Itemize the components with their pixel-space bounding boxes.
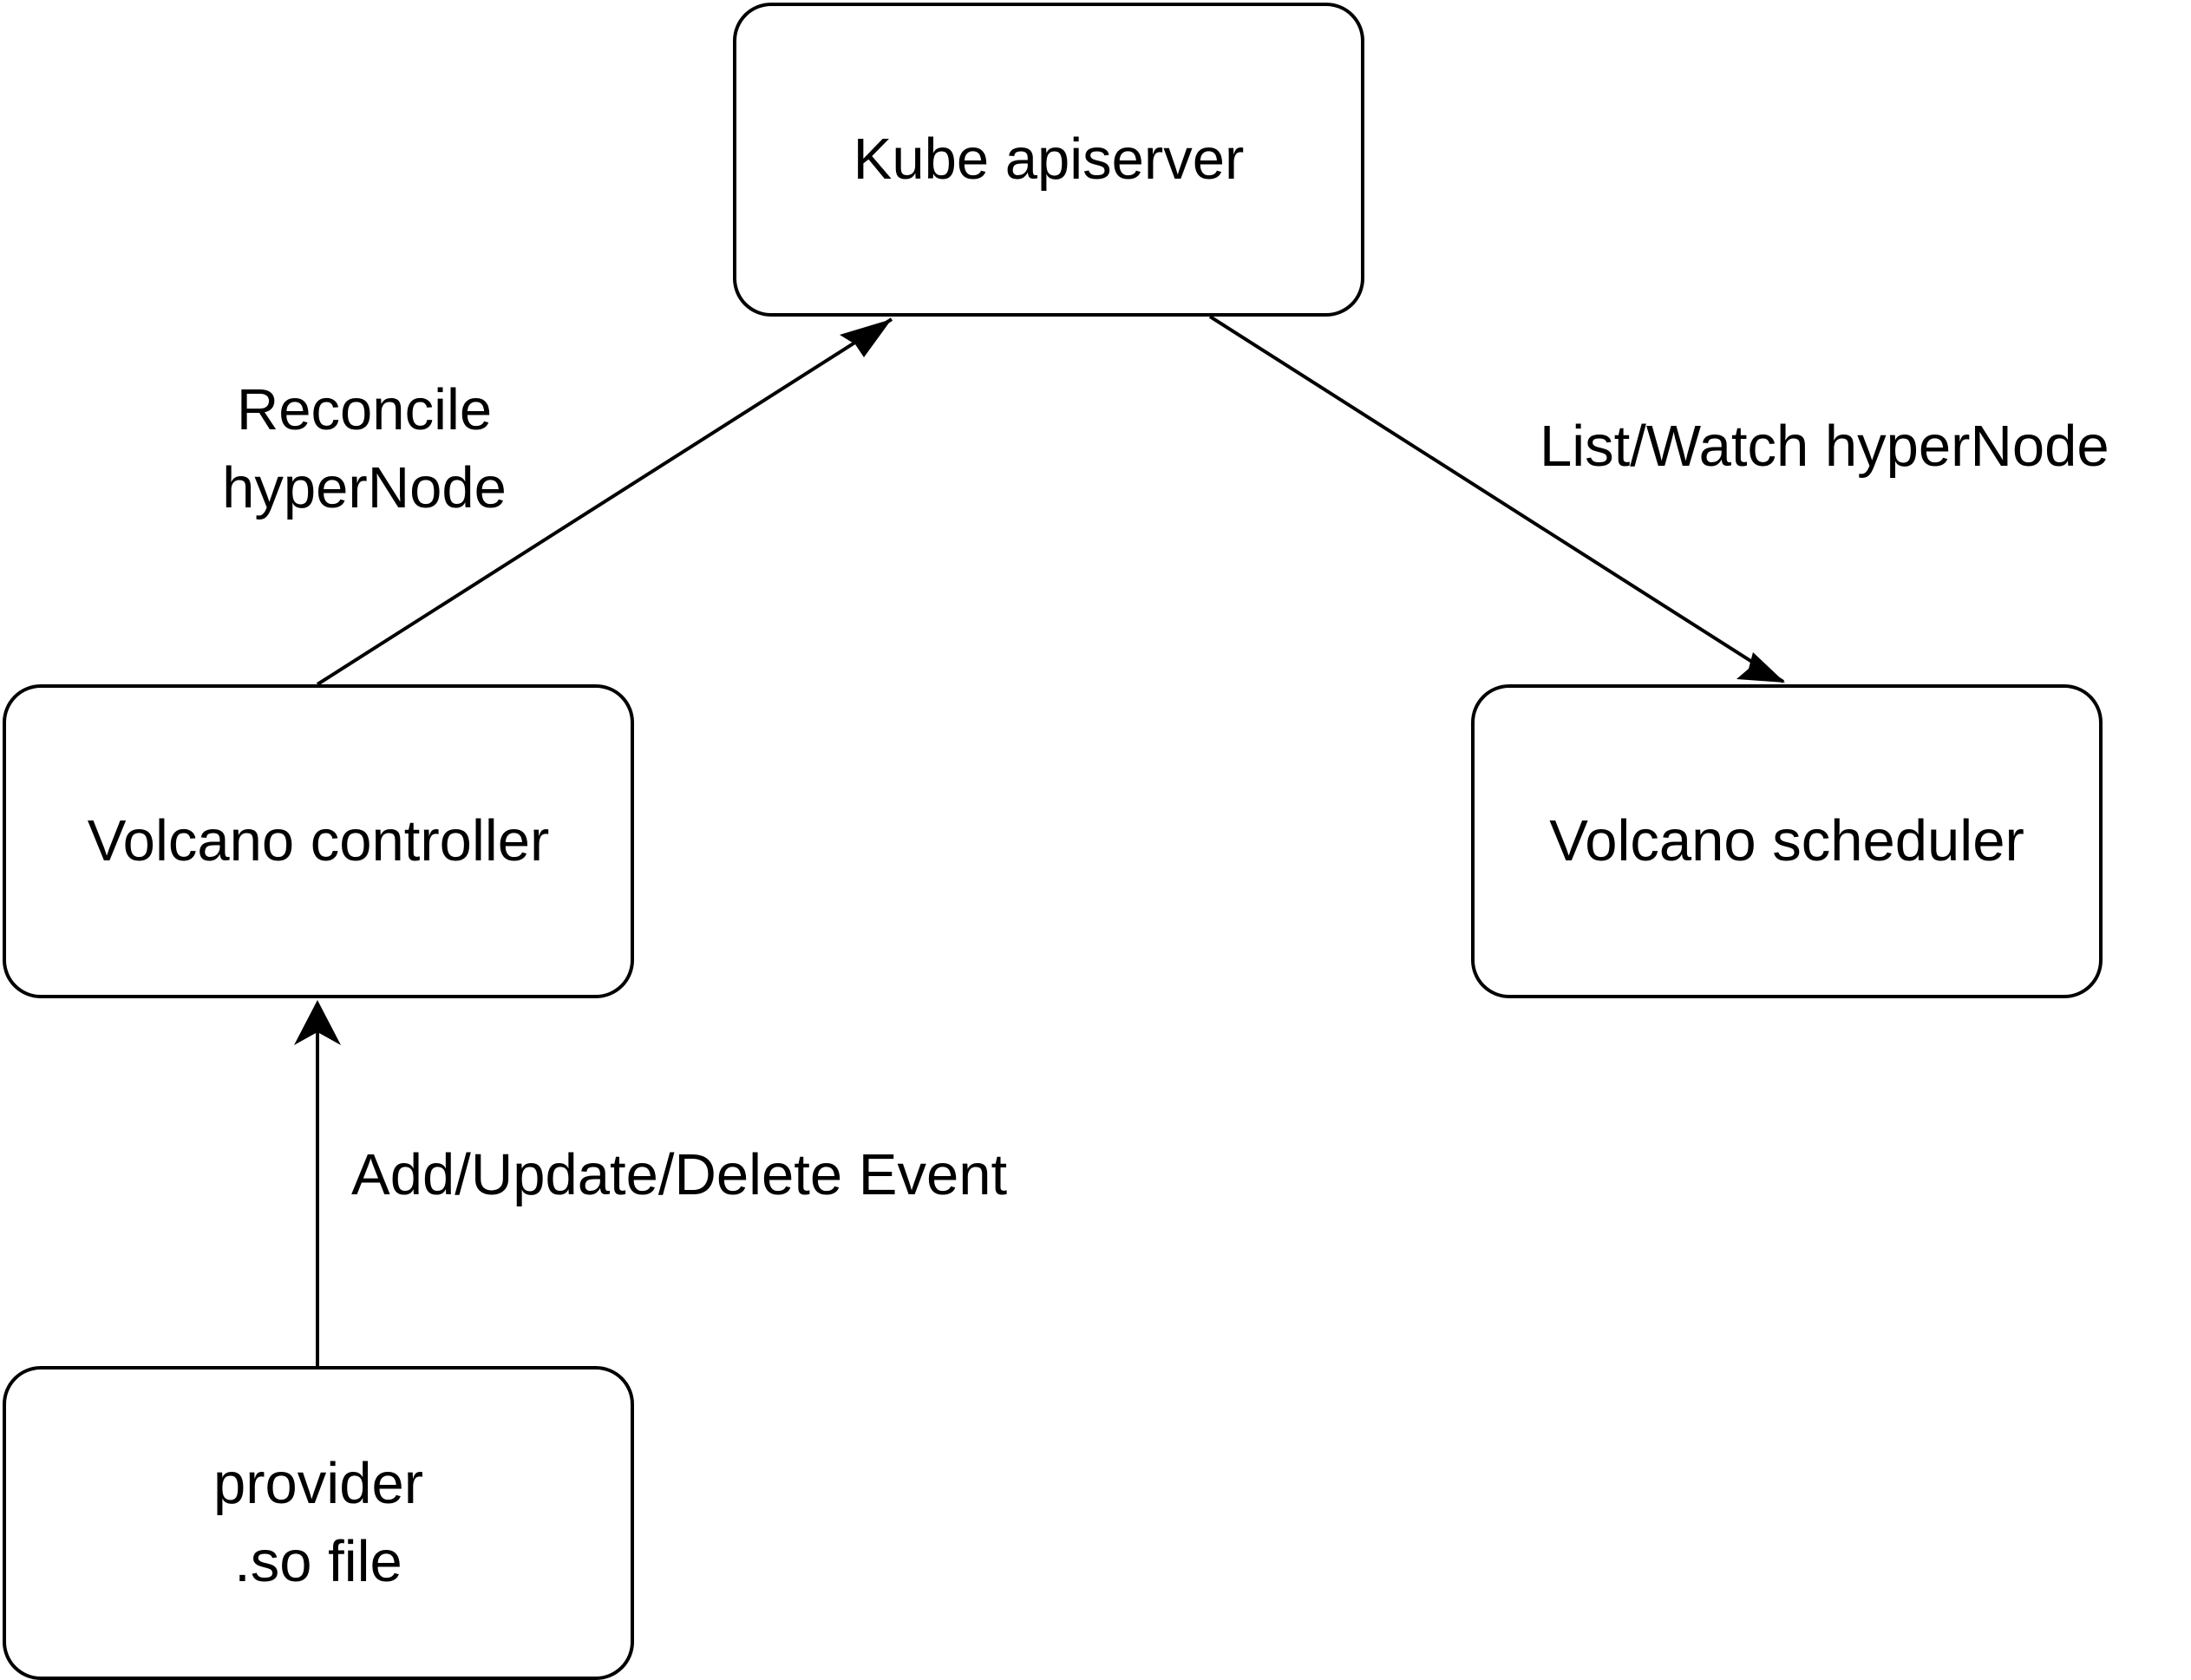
edge-events-arrowhead <box>294 1000 341 1045</box>
edge-listwatch-arrow <box>1208 315 1785 683</box>
provider-label-line1: provider <box>213 1450 424 1516</box>
edge-reconcile-arrow <box>316 317 893 686</box>
edge-label-events: Add/Update/Delete Event <box>351 1142 1008 1207</box>
edge-reconcile-arrowhead <box>840 319 892 357</box>
volcano-controller-node: Volcano controller <box>3 684 634 998</box>
kube-apiserver-label: Kube apiserver <box>853 126 1245 192</box>
edge-label-reconcile-line1: Reconcile <box>236 377 493 442</box>
edge-listwatch-arrowhead <box>1736 652 1785 683</box>
volcano-scheduler-label: Volcano scheduler <box>1549 807 2024 873</box>
edge-label-list-watch: List/Watch hyperNode <box>1540 414 2109 479</box>
edge-label-reconcile: Reconcile hyperNode <box>191 371 538 528</box>
volcano-controller-label: Volcano controller <box>87 807 550 873</box>
provider-node: provider .so file <box>3 1366 634 1680</box>
edge-label-reconcile-line2: hyperNode <box>222 455 507 521</box>
volcano-scheduler-node: Volcano scheduler <box>1471 684 2103 998</box>
provider-label-line2: .so file <box>234 1529 402 1594</box>
kube-apiserver-node: Kube apiserver <box>733 3 1364 317</box>
